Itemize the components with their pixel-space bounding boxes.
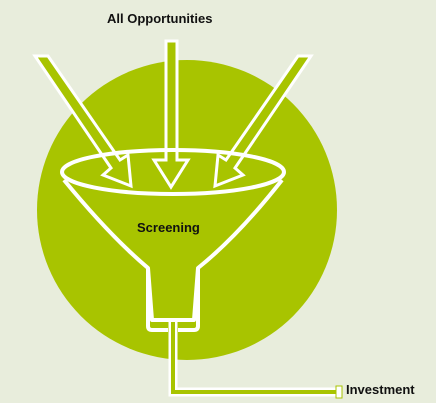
- funnel-spout-right: [178, 268, 200, 332]
- output-connector-end: [335, 385, 343, 399]
- arrow-down-icon: [151, 39, 191, 190]
- output-connector: [171, 322, 342, 394]
- funnel-spout-left: [146, 268, 168, 332]
- background-circle: [37, 60, 337, 360]
- investment-label: Investment: [346, 382, 415, 397]
- all-opportunities-label: All Opportunities: [107, 11, 213, 26]
- funnel-rim: [60, 148, 286, 196]
- screening-label: Screening: [137, 220, 200, 235]
- funnel-icon: [62, 178, 284, 322]
